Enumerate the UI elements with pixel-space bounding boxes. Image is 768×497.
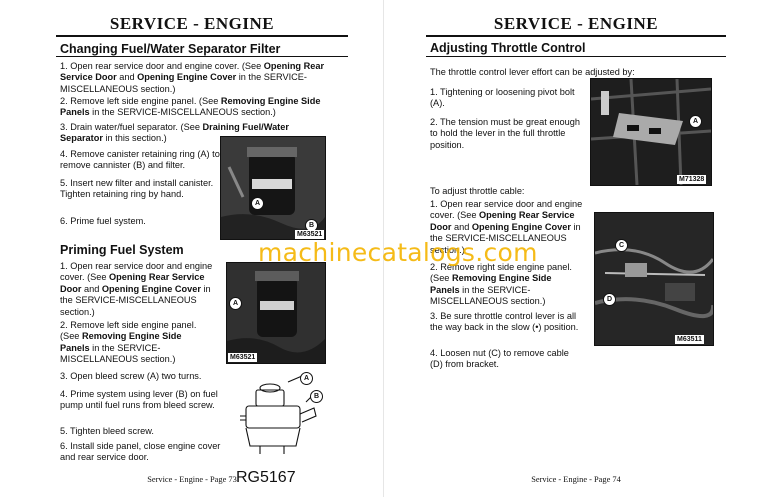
step-5: 5. Tighten bleed screw.	[60, 426, 154, 436]
step-6: 6. Prime fuel system.	[60, 216, 146, 226]
left-footer: Service - Engine - Page 73	[147, 475, 237, 484]
cable-intro: To adjust throttle cable:	[430, 186, 525, 196]
step-4: 4. Remove canister retaining ring (A) to…	[60, 149, 220, 171]
step-6: 6. Install side panel, close engine cove…	[60, 441, 221, 463]
photo-tag: M63521	[295, 230, 325, 239]
adjust-step-1: 1. Tightening or loosening pivot bolt (A…	[430, 87, 575, 109]
photo-tag: M63521	[228, 353, 258, 362]
callout-b: B	[310, 390, 323, 403]
page-gutter	[383, 0, 384, 497]
right-banner: SERVICE - ENGINE	[493, 14, 659, 33]
callout-d: D	[603, 293, 616, 306]
section-rule	[426, 56, 726, 57]
step-1: 1. Open rear service door and engine cov…	[60, 61, 325, 94]
left-banner: SERVICE - ENGINE	[109, 14, 275, 33]
step-2: 2. Remove left side engine panel. (See R…	[60, 320, 197, 365]
cable-step-3: 3. Be sure throttle control lever is all…	[430, 311, 579, 333]
cable-step-2: 2. Remove right side engine panel. (See …	[430, 262, 572, 307]
step-3: 3. Open bleed screw (A) two turns.	[60, 371, 202, 381]
throttle-intro: The throttle control lever effort can be…	[430, 67, 635, 77]
adjust-step-2: 2. The tension must be great enough to h…	[430, 117, 580, 150]
section-rule	[56, 56, 348, 57]
callout-a: A	[689, 115, 702, 128]
step-2: 2. Remove left side engine panel. (See R…	[60, 96, 321, 118]
throttle-lever-photo: A M71328	[590, 78, 712, 186]
callout-c: C	[615, 239, 628, 252]
section-title-fuel-filter: Changing Fuel/Water Separator Filter	[60, 42, 281, 56]
throttle-cable-photo: C D M63511	[594, 212, 714, 346]
fuel-filter-photo: A B M63521	[220, 136, 326, 240]
fuel-system-photo-image	[227, 263, 325, 363]
callout-a: A	[300, 372, 313, 385]
cable-step-4: 4. Loosen nut (C) to remove cable (D) fr…	[430, 348, 569, 370]
throttle-lever-photo-image	[591, 79, 711, 185]
watermark: machinecatalogs.com	[258, 238, 538, 267]
section-title-throttle: Adjusting Throttle Control	[430, 41, 586, 55]
fuel-system-photo: A M63521	[226, 262, 326, 364]
photo-tag: M63511	[675, 335, 704, 344]
cable-step-1: 1. Open rear service door and engine cov…	[430, 199, 583, 255]
step-1: 1. Open rear service door and engine cov…	[60, 261, 213, 317]
drawing-tag: RG5167	[236, 469, 296, 486]
section-title-priming: Priming Fuel System	[60, 243, 184, 257]
step-4: 4. Prime system using lever (B) on fuel …	[60, 389, 218, 411]
left-page: SERVICE - ENGINE Changing Fuel/Water Sep…	[56, 14, 348, 486]
callout-a: A	[229, 297, 242, 310]
photo-tag: M71328	[677, 175, 707, 184]
right-banner-rule	[426, 35, 726, 37]
left-banner-rule	[56, 35, 348, 37]
step-3: 3. Drain water/fuel separator. (See Drai…	[60, 122, 289, 144]
right-page: SERVICE - ENGINE Adjusting Throttle Cont…	[384, 0, 768, 497]
right-footer: Service - Engine - Page 74	[531, 475, 621, 484]
step-5: 5. Insert new filter and install caniste…	[60, 178, 214, 200]
callout-a: A	[251, 197, 264, 210]
fuel-pump-drawing: A B RG5167	[236, 372, 324, 486]
throttle-cable-photo-image	[595, 213, 713, 345]
fuel-pump-drawing-image	[240, 375, 317, 454]
